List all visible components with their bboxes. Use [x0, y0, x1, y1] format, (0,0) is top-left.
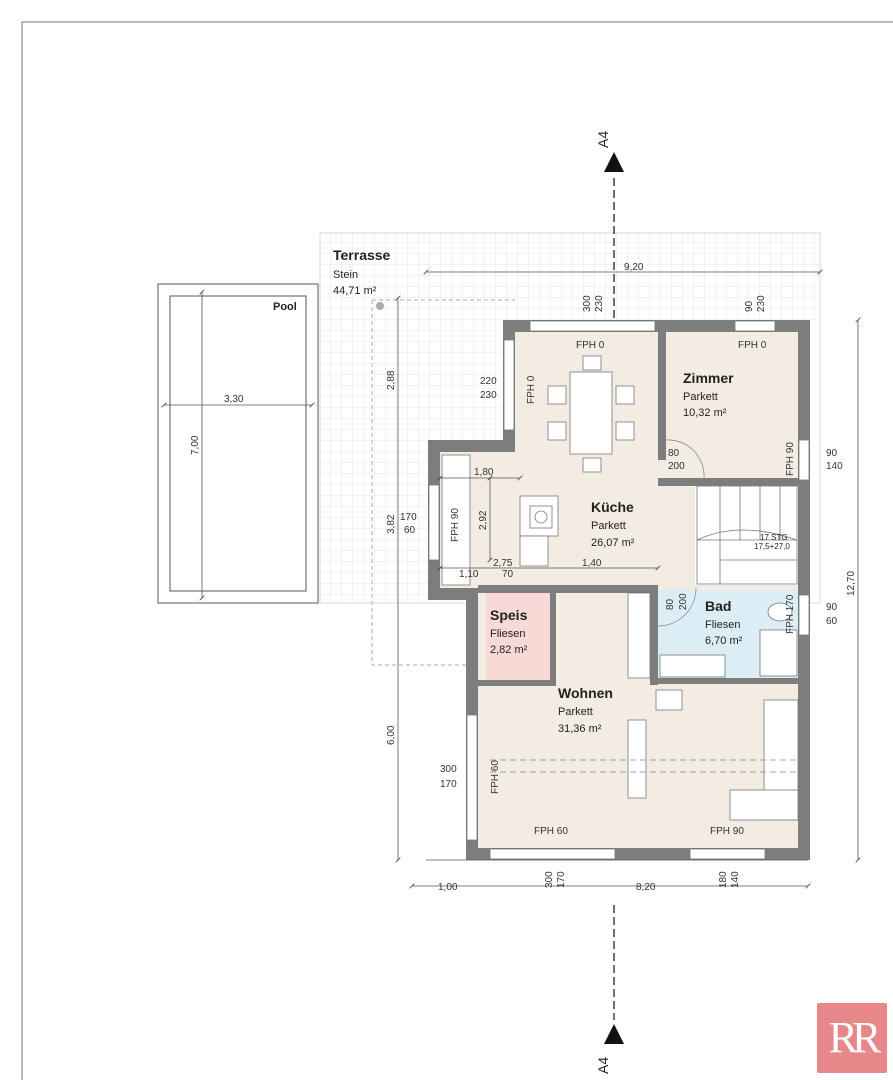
wohnen-bottom-b-h: 140 — [730, 871, 741, 888]
dimension-lines — [164, 272, 858, 886]
terrasse-name: Terrasse — [333, 247, 391, 263]
dim-left-mid: 3,82 — [386, 514, 397, 534]
wohnen-bottom-b-w: 180 — [718, 871, 729, 888]
zimmer-door-w: 80 — [668, 448, 680, 459]
bad-floor: Fliesen — [705, 619, 740, 631]
top-window-a-w: 300 — [582, 295, 593, 312]
zimmer-area: 10,32 m² — [683, 407, 727, 419]
wohnen-left-fph: FPH 60 — [490, 760, 501, 794]
top-window-b-w: 90 — [744, 300, 755, 312]
wohnen-left-w: 300 — [440, 764, 457, 775]
bad-window-h: 60 — [826, 616, 838, 627]
speis-area: 2,82 m² — [490, 644, 528, 656]
dim-pool-length: 7,00 — [190, 435, 201, 455]
zimmer-name: Zimmer — [683, 370, 734, 386]
zimmer-door-swing — [665, 439, 705, 479]
section-marker-top — [604, 152, 624, 320]
kitchen-window-fph: FPH 90 — [450, 508, 461, 542]
pool — [157, 283, 319, 604]
bad-name: Bad — [705, 598, 731, 614]
wohnen-bottom-a-fph: FPH 60 — [534, 826, 568, 837]
left-window-w: 220 — [480, 376, 497, 387]
top-window-b-h: 230 — [756, 295, 767, 312]
kueche-area: 26,07 m² — [591, 537, 635, 549]
wohnen-left-h: 170 — [440, 779, 457, 790]
wohnen-bottom-a-h: 170 — [556, 871, 567, 888]
dining-table — [547, 355, 635, 473]
bad-door-h: 200 — [678, 593, 689, 610]
zimmer-door-h: 200 — [668, 461, 685, 472]
company-logo: RR — [817, 1003, 887, 1073]
dim-70: 70 — [502, 569, 514, 580]
top-window-a-fph: FPH 0 — [576, 340, 605, 351]
bathroom-fixtures — [659, 602, 798, 678]
terrasse-floor: Stein — [333, 269, 358, 281]
pool-name: Pool — [273, 301, 297, 313]
section-label-bottom: A4 — [595, 1057, 611, 1074]
bad-area: 6,70 m² — [705, 635, 743, 647]
wohnen-bottom-a-w: 300 — [544, 871, 555, 888]
dim-left-low: 6,00 — [386, 725, 397, 745]
dim-terrace-depth: 2,88 — [386, 370, 397, 390]
dim-terrace-width: 9,20 — [624, 262, 644, 273]
zimmer-floor: Parkett — [683, 391, 718, 403]
zimmer-window-h: 140 — [826, 461, 843, 472]
left-window-h: 230 — [480, 390, 497, 401]
section-marker-bottom — [604, 905, 624, 1044]
dim-pool-width: 3,30 — [224, 394, 244, 405]
staircase — [696, 485, 798, 585]
kueche-floor: Parkett — [591, 520, 626, 532]
kueche-name: Küche — [591, 499, 634, 515]
logo-text: RR — [828, 1013, 882, 1062]
speis-name: Speis — [490, 607, 528, 623]
terrasse-area: 44,71 m² — [333, 285, 377, 297]
bad-window-w: 90 — [826, 602, 838, 613]
window-openings — [428, 320, 810, 860]
dim-180: 1,80 — [474, 467, 494, 478]
stair-label: 17 STG — [760, 533, 788, 542]
wohnen-floor: Parkett — [558, 706, 593, 718]
stair-size: 17,5+27,0 — [754, 542, 790, 551]
bad-door-w: 80 — [665, 598, 676, 610]
dim-275: 2,75 — [493, 558, 513, 569]
kitchen-window-w: 170 — [400, 512, 417, 523]
dim-bottom-left: 1,00 — [438, 882, 458, 893]
wohnen-bottom-b-fph: FPH 90 — [710, 826, 744, 837]
wohnen-name: Wohnen — [558, 685, 613, 701]
bad-window-fph: FPH 170 — [785, 594, 796, 634]
speis-floor: Fliesen — [490, 628, 525, 640]
sheet-border — [21, 21, 893, 1080]
terrace-drain — [376, 302, 384, 310]
top-window-b-fph: FPH 0 — [738, 340, 767, 351]
dim-140: 1,40 — [582, 558, 602, 569]
section-label-top: A4 — [595, 131, 611, 148]
left-window-fph: FPH 0 — [526, 375, 537, 404]
kitchen-window-h: 60 — [404, 525, 416, 536]
top-window-a-h: 230 — [594, 295, 605, 312]
dim-110: 1,10 — [459, 569, 479, 580]
wohnen-area: 31,36 m² — [558, 723, 602, 735]
dim-292: 2,92 — [478, 510, 489, 530]
zimmer-window-w: 90 — [826, 448, 838, 459]
bad-door-swing — [657, 587, 697, 627]
dim-total-height: 12,70 — [846, 571, 857, 596]
dim-bottom-main: 8,20 — [636, 882, 656, 893]
zimmer-window-fph: FPH 90 — [785, 442, 796, 476]
